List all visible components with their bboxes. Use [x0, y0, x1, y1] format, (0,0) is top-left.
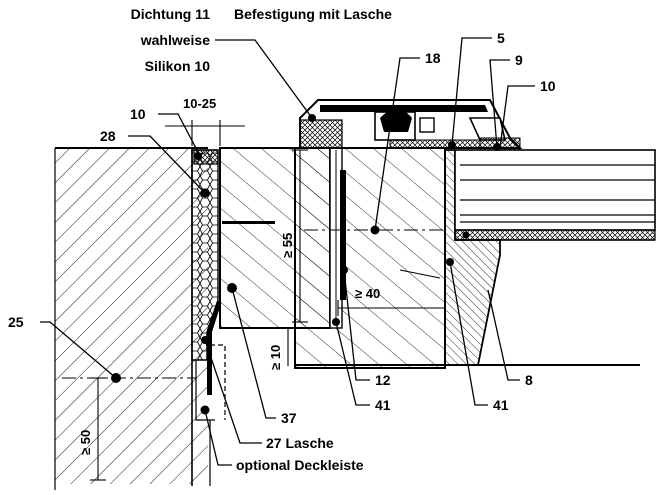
label-12: 12: [375, 372, 391, 388]
leader-lines: [40, 37, 535, 466]
label-befestigung: Befestigung mit Lasche: [234, 6, 392, 22]
labels: Dichtung 11 wahlweise Silikon 10 Befesti…: [8, 6, 556, 473]
label-41-right: 41: [493, 397, 509, 413]
label-25: 25: [8, 314, 24, 330]
dimension-10-25: 10-25: [183, 96, 216, 111]
dimension-min-55: ≥ 55: [280, 233, 295, 258]
label-wahlweise: wahlweise: [140, 32, 210, 48]
label-28: 28: [100, 128, 116, 144]
wall-section: [54, 147, 208, 490]
label-5: 5: [497, 30, 505, 46]
label-8: 8: [525, 372, 533, 388]
dimension-min-50: ≥ 50: [78, 430, 93, 455]
label-41-mid: 41: [375, 397, 391, 413]
aluminium-cover-profile: [299, 99, 523, 151]
label-optional-deckleiste: optional Deckleiste: [236, 457, 364, 473]
label-10-left: 10: [130, 106, 146, 122]
glazing-unit: [454, 149, 656, 241]
insulation-joint: [191, 149, 226, 486]
label-silikon-10: Silikon 10: [145, 58, 211, 74]
window-frame-profile: [219, 147, 640, 369]
label-9: 9: [515, 52, 523, 68]
label-18: 18: [425, 50, 441, 66]
callout-dots: [111, 114, 501, 415]
dimension-min-40: ≥ 40: [355, 286, 380, 301]
dimension-min-10: ≥ 10: [268, 345, 283, 370]
label-27-lasche: 27 Lasche: [266, 435, 334, 451]
label-37: 37: [281, 410, 297, 426]
label-dichtung-11: Dichtung 11: [131, 6, 211, 22]
label-10-right: 10: [540, 78, 556, 94]
